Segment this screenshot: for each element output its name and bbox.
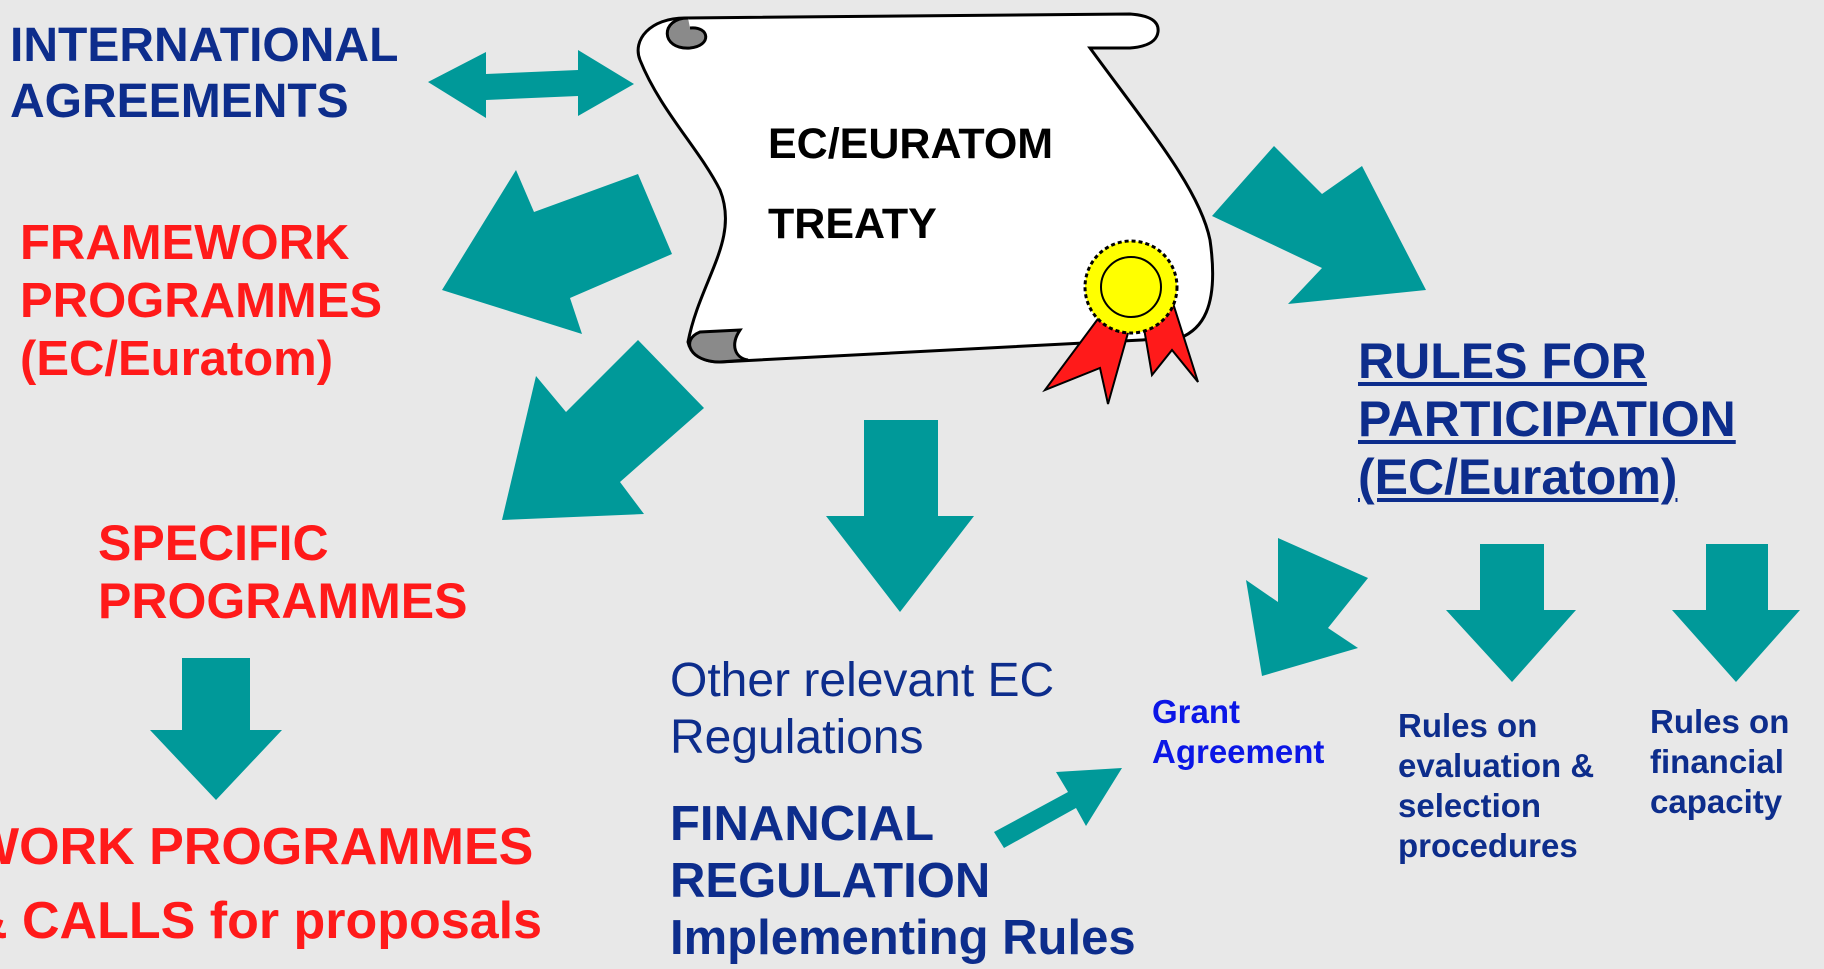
international-agreements-line2: AGREEMENTS (10, 75, 349, 128)
arrow-to-work (150, 658, 282, 800)
double-arrow (428, 50, 634, 118)
financial-regulation-line1: FINANCIAL (670, 797, 935, 851)
grant-agreement-line2: Agreement (1152, 733, 1325, 770)
rules-financial-line1: Rules on (1650, 703, 1790, 740)
rules-participation-line3: (EC/Euratom) (1358, 449, 1678, 505)
other-regulations-line2: Regulations (670, 711, 924, 764)
work-programmes-line1: WORK PROGRAMMES (0, 818, 534, 876)
treaty-scroll (636, 12, 1215, 405)
treaty-title: EC/EURATOM TREATY (768, 104, 1053, 264)
financial-regulation-line3: Implementing Rules (670, 911, 1136, 965)
treaty-line1: EC/EURATOM (768, 120, 1054, 168)
arrow-to-specific (502, 340, 704, 520)
work-programmes: WORK PROGRAMMES & CALLS for proposals (0, 810, 542, 958)
financial-regulation: FINANCIAL REGULATION Implementing Rules (670, 796, 1136, 967)
grant-agreement-line1: Grant (1152, 693, 1241, 730)
arrow-to-grant (1246, 538, 1368, 676)
arrow-financial-to-grant (994, 768, 1122, 848)
arrow-to-regulations (826, 420, 974, 612)
rules-participation-line2: PARTICIPATION (1358, 391, 1736, 447)
specific-programmes-line1: SPECIFIC (98, 515, 329, 571)
treaty-line2: TREATY (768, 200, 937, 248)
arrow-to-evaluation (1446, 544, 1576, 682)
arrow-to-financial (1672, 544, 1800, 682)
rules-evaluation-line1: Rules on (1398, 707, 1538, 744)
rules-evaluation-line4: procedures (1398, 827, 1578, 864)
rules-evaluation-line2: evaluation & (1398, 747, 1595, 784)
rules-on-financial-capacity: Rules on financial capacity (1650, 702, 1789, 822)
rules-for-participation: RULES FOR PARTICIPATION (EC/Euratom) (1358, 332, 1736, 506)
scroll-top-curl (665, 16, 708, 50)
other-regulations: Other relevant EC Regulations (670, 652, 1054, 766)
arrow-to-rules (1212, 146, 1426, 304)
scroll-body (636, 12, 1215, 364)
scroll-bottom-curl (688, 328, 749, 364)
international-agreements: INTERNATIONAL AGREEMENTS (10, 18, 398, 130)
rules-financial-line2: financial (1650, 743, 1784, 780)
other-regulations-line1: Other relevant EC (670, 654, 1055, 707)
framework-programmes-line2: PROGRAMMES (20, 274, 383, 328)
arrow-to-framework (442, 170, 672, 334)
financial-regulation-line2: REGULATION (670, 854, 991, 908)
rules-evaluation-line3: selection (1398, 787, 1542, 824)
specific-programmes: SPECIFIC PROGRAMMES (98, 514, 467, 630)
seal-inner (1100, 256, 1162, 318)
international-agreements-line1: INTERNATIONAL (10, 19, 399, 72)
specific-programmes-line2: PROGRAMMES (98, 573, 468, 629)
framework-programmes-line1: FRAMEWORK (20, 216, 350, 270)
rules-participation-line1: RULES FOR (1358, 333, 1647, 389)
rules-financial-line3: capacity (1650, 783, 1783, 820)
framework-programmes: FRAMEWORK PROGRAMMES (EC/Euratom) (20, 214, 382, 388)
work-programmes-line2: & CALLS for proposals (0, 892, 543, 950)
framework-programmes-line3: (EC/Euratom) (20, 332, 334, 386)
grant-agreement: Grant Agreement (1152, 692, 1324, 772)
rules-on-evaluation: Rules on evaluation & selection procedur… (1398, 706, 1594, 866)
